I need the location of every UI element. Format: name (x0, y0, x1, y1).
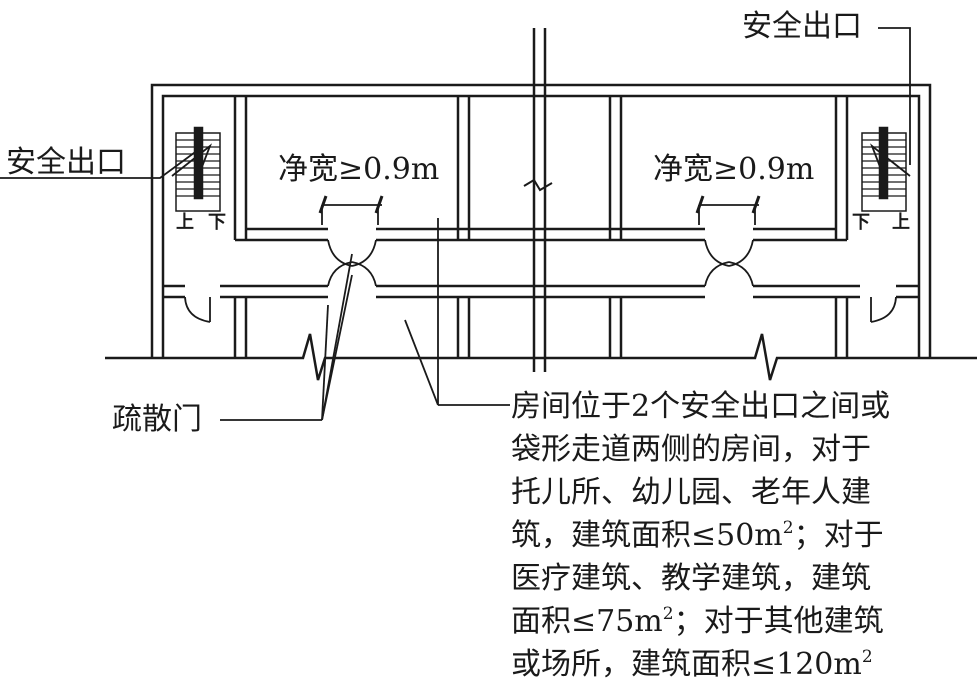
note-line: 或场所，建筑面积≤120m2 (511, 647, 873, 682)
exit-label-left: 安全出口 (6, 145, 126, 180)
note-line: 房间位于2个安全出口之间或 (511, 389, 891, 424)
lower-rooms (233, 297, 849, 358)
note-line: 医疗建筑、教学建筑，建筑 (511, 561, 871, 596)
leader-exit-top-right (878, 27, 911, 165)
outer-wall (150, 83, 932, 358)
stair-core-left (171, 96, 248, 240)
note-line: 袋形走道两侧的房间，对于 (511, 432, 871, 467)
corridor-wall-upper (235, 227, 847, 242)
width-dimension-right (695, 195, 761, 225)
stair-down-label-left: 下 (208, 212, 226, 233)
exit-label-top-right: 安全出口 (742, 9, 862, 44)
floor-plan-drawing (0, 27, 977, 421)
evac-door-label: 疏散门 (112, 402, 202, 437)
width-label-left: 净宽≥0.9m (278, 152, 440, 187)
note-line: 筑，建筑面积≤50m2；对于 (511, 518, 884, 553)
evacuation-doors (184, 239, 897, 323)
break-line (523, 28, 553, 372)
note-line: 面积≤75m2；对于其他建筑 (511, 604, 884, 639)
room-area-note: 房间位于2个安全出口之间或 袋形走道两侧的房间，对于 托儿所、幼儿园、老年人建 … (511, 385, 931, 686)
upper-rooms (456, 96, 623, 240)
ground-line (105, 333, 977, 381)
stair-down-label-right: 下 (852, 212, 870, 233)
stair-up-label-right: 上 (892, 212, 910, 233)
leader-exit-left (0, 149, 199, 179)
note-line: 托儿所、幼儿园、老年人建 (511, 475, 871, 510)
stair-up-label-left: 上 (176, 212, 194, 233)
width-label-right: 净宽≥0.9m (653, 152, 815, 187)
corridor-wall-lower (163, 284, 919, 299)
leader-room-note (404, 218, 510, 406)
width-dimension-left (318, 195, 384, 225)
leader-evac-door (220, 253, 353, 421)
stair-core-right (834, 96, 911, 240)
